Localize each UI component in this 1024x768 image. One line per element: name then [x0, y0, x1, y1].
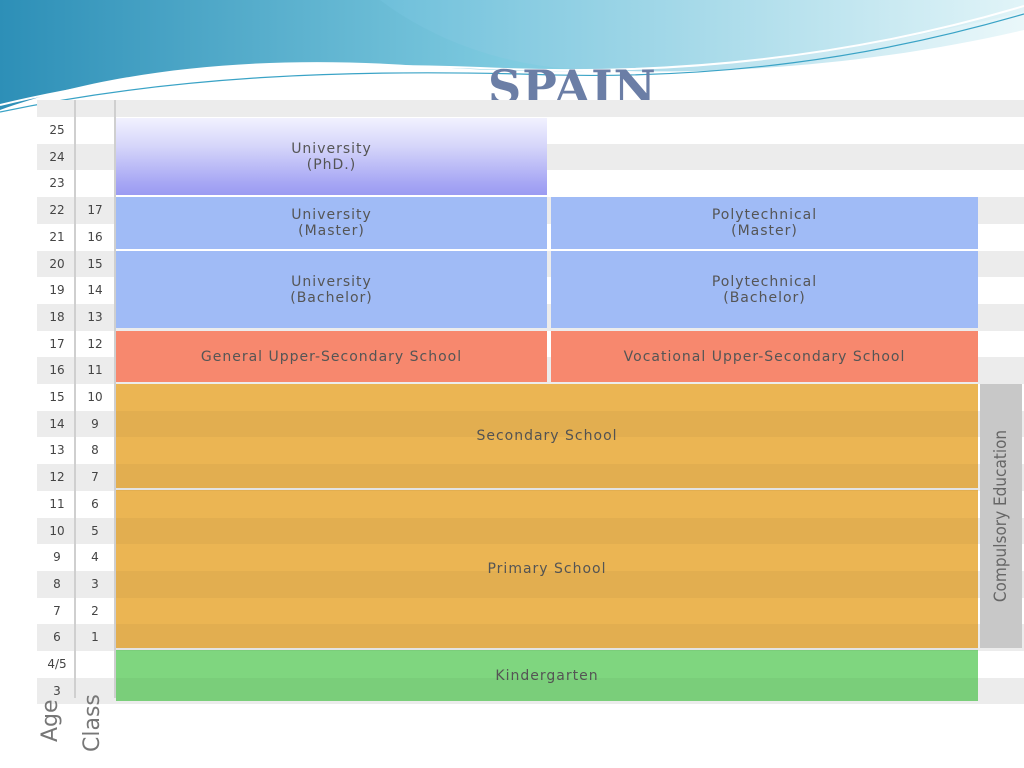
class-label: 1 — [91, 630, 99, 645]
band-label: University — [291, 140, 372, 157]
band-university-bachelor: University(Bachelor) — [116, 251, 547, 328]
band-general-upper-secondary: General Upper-Secondary School — [116, 331, 547, 382]
class-label: 13 — [87, 309, 103, 324]
class-label — [76, 144, 114, 171]
band-university-phd: University(PhD.) — [116, 118, 547, 195]
row-shade — [116, 518, 978, 545]
class-label: 16 — [87, 229, 103, 244]
class-label: 8 — [91, 443, 99, 458]
band-label: (Bachelor) — [290, 289, 373, 306]
age-label: 12 — [49, 470, 65, 485]
class-label: 17 — [87, 203, 103, 218]
row-shade — [116, 411, 978, 438]
band-label: Secondary School — [476, 428, 618, 444]
band-vocational-upper-secondary: Vocational Upper-Secondary School — [551, 331, 978, 382]
compulsory-education-label: Compulsory Education — [980, 384, 1022, 648]
age-label: 11 — [49, 496, 65, 511]
class-label: 14 — [87, 283, 103, 298]
class-label: 10 — [87, 390, 103, 404]
row-shade — [116, 624, 978, 651]
band-polytechnical-master: Polytechnical(Master) — [551, 197, 978, 249]
band-primary-school: Primary School — [116, 490, 978, 648]
age-label: 20 — [49, 256, 65, 271]
age-label: 19 — [49, 283, 65, 298]
band-kindergarten: Kindergarten — [116, 650, 978, 701]
age-label: 8 — [53, 576, 61, 591]
age-label: 13 — [49, 443, 65, 458]
band-label: (Master) — [731, 223, 798, 239]
class-label: 9 — [91, 416, 99, 431]
band-label: (Bachelor) — [723, 289, 806, 306]
header-wave-decoration — [0, 0, 1024, 113]
age-label: 24 — [49, 149, 65, 164]
band-secondary-school: Secondary School — [116, 384, 978, 488]
class-label: 5 — [91, 523, 99, 538]
band-label: General Upper-Secondary School — [200, 348, 463, 365]
class-label: 3 — [91, 576, 99, 591]
band-label: (Master) — [298, 223, 365, 239]
age-axis-title: Age — [38, 699, 63, 742]
band-label: Kindergarten — [495, 667, 599, 684]
class-label: 7 — [91, 470, 99, 485]
band-label: University — [291, 207, 372, 223]
age-label: 16 — [49, 363, 65, 378]
band-label: University — [291, 273, 372, 290]
row-stripe — [37, 100, 1024, 117]
band-label: Polytechnical — [711, 207, 818, 223]
age-label: 3 — [53, 683, 61, 698]
row-shade — [116, 464, 978, 491]
band-label: (PhD.) — [306, 156, 357, 173]
class-label: 11 — [87, 363, 103, 378]
age-label: 25 — [49, 123, 65, 137]
age-label: 9 — [53, 550, 61, 565]
age-label: 15 — [49, 390, 65, 404]
class-label — [76, 170, 114, 197]
band-label: Polytechnical — [711, 273, 818, 290]
row-shade — [116, 571, 978, 598]
age-label: 10 — [49, 523, 65, 538]
age-label: 22 — [49, 203, 65, 218]
age-label: 23 — [49, 176, 65, 191]
age-label: 6 — [53, 630, 61, 645]
age-label: 14 — [49, 416, 65, 431]
band-label: Primary School — [487, 561, 607, 577]
class-label: 12 — [87, 336, 103, 351]
row-shade — [116, 678, 978, 701]
class-label: 2 — [91, 603, 99, 618]
compulsory-text: Compulsory Education — [991, 429, 1011, 603]
class-label — [76, 117, 114, 144]
age-label: 21 — [49, 229, 65, 244]
class-label: 4 — [91, 550, 99, 565]
age-column-divider — [74, 100, 76, 698]
class-label: 15 — [87, 256, 103, 271]
class-axis-title: Class — [80, 694, 105, 752]
age-label: 18 — [49, 309, 65, 324]
class-label — [76, 651, 114, 678]
band-label: Vocational Upper-Secondary School — [623, 348, 906, 365]
band-polytechnical-bachelor: Polytechnical(Bachelor) — [551, 251, 978, 328]
class-column-divider — [114, 100, 116, 698]
compulsory-education-bar — [980, 384, 1022, 648]
band-university-master: University(Master) — [116, 197, 547, 249]
class-label: 6 — [91, 496, 99, 511]
age-label: 4/5 — [47, 657, 67, 671]
age-label: 7 — [53, 603, 61, 618]
age-label: 17 — [49, 336, 65, 351]
